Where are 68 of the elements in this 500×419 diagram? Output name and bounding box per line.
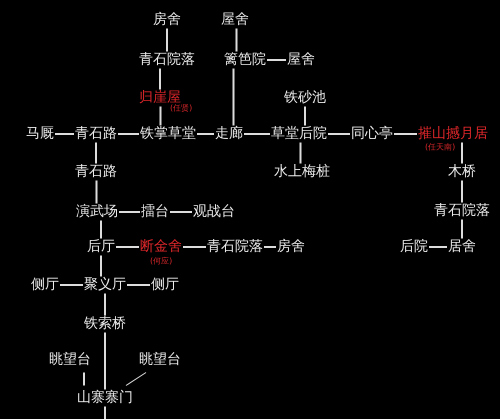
connector-line	[83, 372, 85, 386]
connector-line	[96, 180, 98, 204]
place-label: 铁索桥	[83, 316, 127, 332]
connector-line	[236, 28, 238, 52]
connector-line	[55, 133, 74, 135]
place-label: 侧厅	[30, 276, 60, 294]
connector-line	[197, 133, 214, 135]
diagonal-connector	[126, 372, 146, 386]
place-label: 演武场	[75, 204, 119, 220]
connector-line	[95, 142, 97, 164]
connector-line	[100, 256, 102, 276]
connector-line	[170, 211, 192, 213]
place-label: 同心亭	[350, 126, 394, 142]
connector-line	[118, 133, 139, 135]
place-label: 观战台	[192, 204, 236, 220]
connector-line	[116, 246, 139, 248]
connector-line	[159, 68, 161, 90]
place-label: 屋舍	[286, 52, 316, 68]
connector-line	[461, 220, 463, 238]
place-label: 屋舍	[220, 12, 250, 28]
connector-line	[461, 180, 463, 202]
connector-line	[429, 246, 447, 248]
place-label: 木桥	[447, 164, 477, 180]
connector-line	[328, 133, 350, 135]
place-label: 擂台	[140, 204, 170, 220]
place-label: 青石路	[74, 164, 118, 180]
connector-line	[60, 284, 83, 286]
connector-line	[394, 133, 417, 135]
place-label: 眺望台	[48, 352, 92, 368]
connector-line	[119, 211, 140, 213]
place-label: 水上梅桩	[273, 164, 331, 180]
connector-line	[104, 294, 106, 316]
connector-line	[267, 59, 286, 61]
person-note: (何应)	[150, 256, 172, 266]
person-note: (任天南)	[425, 142, 456, 152]
place-label: 草堂后院	[270, 126, 328, 142]
connector-line	[461, 142, 463, 164]
connector-line	[300, 142, 302, 164]
connector-line	[264, 246, 276, 248]
connector-line	[160, 106, 162, 126]
place-label: 铁掌草堂	[139, 126, 197, 142]
place-label: 眺望台	[138, 352, 182, 368]
place-label: 马厩	[25, 126, 55, 142]
place-label: 后院	[399, 238, 429, 256]
connector-line	[183, 246, 206, 248]
connector-line	[100, 220, 102, 238]
connector-line	[104, 406, 106, 419]
place-label: 后厅	[86, 238, 116, 256]
place-label: 青石院落	[433, 202, 491, 220]
place-label: 青石院落	[206, 238, 264, 256]
connector-line	[127, 284, 150, 286]
place-label: 房舍	[276, 238, 306, 256]
place-label: 居舍	[447, 238, 477, 256]
place-label: 房舍	[152, 12, 182, 28]
place-label: 侧厅	[150, 276, 180, 294]
place-label: 青石院落	[138, 52, 196, 68]
connector-line	[244, 133, 270, 135]
connector-line	[304, 106, 306, 126]
person-note: (任贤)	[170, 104, 192, 114]
place-label: 山寨寨门	[76, 390, 134, 406]
place-label: 青石路	[74, 126, 118, 142]
place-label: 聚义厅	[83, 276, 127, 294]
connector-line	[104, 332, 106, 390]
connector-line	[166, 28, 168, 52]
connector-line	[232, 68, 234, 126]
place-label: 走廊	[214, 126, 244, 142]
place-label: 铁砂池	[283, 90, 327, 106]
place-label: 篱笆院	[223, 52, 267, 68]
